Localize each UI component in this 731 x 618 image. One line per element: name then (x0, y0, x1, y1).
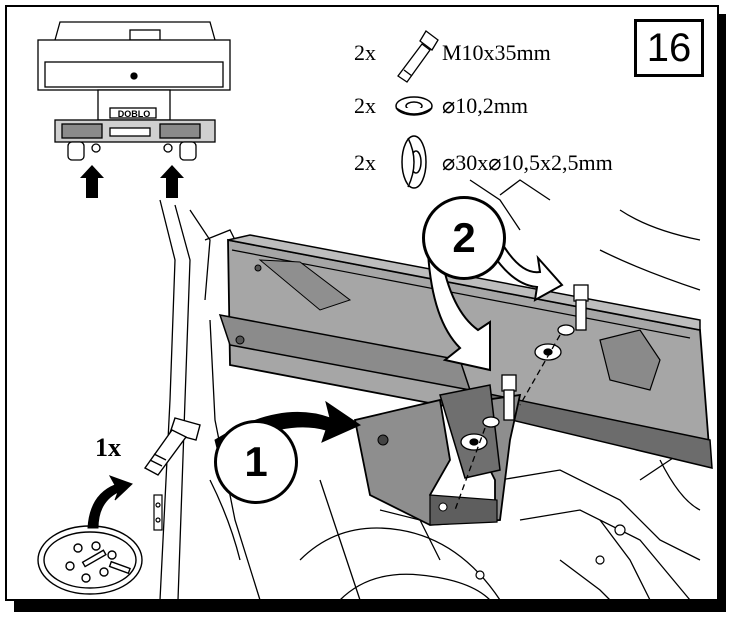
single-flange-bolt (143, 417, 201, 476)
bolt-assembly-right (519, 284, 589, 406)
callout-step-1: 1 (214, 420, 298, 504)
hardware-spec-bolt: M10x35mm (442, 40, 551, 65)
brand-mark: DOBLO (118, 109, 151, 119)
hardware-bowl (37, 525, 143, 595)
thumbnail-arrow-right (160, 165, 184, 198)
arrow-rotate-beam (488, 238, 564, 302)
bolt-assembly-left (454, 374, 517, 511)
flat-washer-icon (401, 135, 427, 189)
single-bolt-qty: 1x (95, 433, 121, 462)
vehicle-rear-thumbnail (37, 21, 231, 161)
bolt-icon (397, 30, 439, 83)
hardware-qty-spring-washer: 2x (354, 93, 376, 118)
callout-step-2: 2 (422, 196, 506, 280)
arrow-from-bowl (87, 475, 133, 529)
thumbnail-arrow-left (80, 165, 104, 198)
hardware-qty-flat-washer: 2x (354, 150, 376, 175)
hardware-spec-spring-washer: ⌀10,2mm (442, 93, 528, 118)
hardware-qty-bolt: 2x (354, 40, 376, 65)
hardware-spec-flat-washer: ⌀30x⌀10,5x2,5mm (442, 150, 613, 175)
arrow-lower-beam (426, 248, 491, 372)
mounting-bracket (353, 384, 522, 526)
vehicle-details (153, 494, 626, 580)
step-number-badge: 16 (634, 19, 704, 77)
spring-washer-icon (395, 96, 433, 116)
